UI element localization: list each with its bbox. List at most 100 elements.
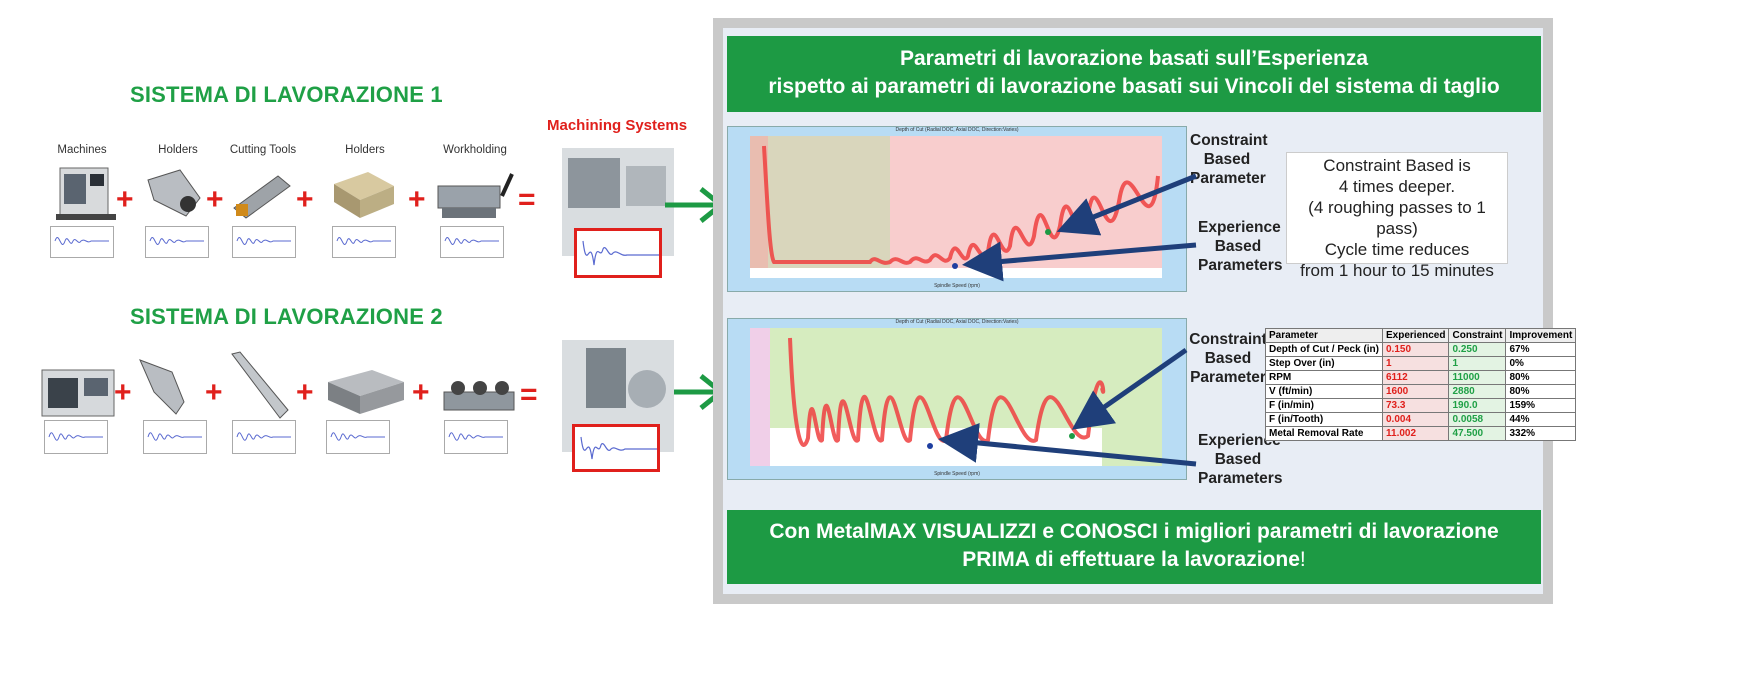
table-cell: 2880 bbox=[1448, 384, 1507, 399]
cutting-tool-image-1 bbox=[233, 175, 291, 219]
table-cell: 0.150 bbox=[1381, 342, 1450, 357]
table-cell: 190.0 bbox=[1448, 398, 1507, 413]
footer-line-1: Con MetalMAX VISUALIZZI e CONOSCI i migl… bbox=[769, 520, 1499, 543]
table-cell: 6112 bbox=[1381, 370, 1450, 385]
workholding-image-2 bbox=[443, 381, 515, 411]
footer-exclamation: ! bbox=[1299, 548, 1306, 571]
constraint-note: Constraint Based is 4 times deeper. (4 r… bbox=[1286, 152, 1508, 280]
frf-thumbnail bbox=[332, 226, 396, 258]
label-holders-2: Holders bbox=[345, 144, 385, 156]
frf-thumbnail bbox=[143, 420, 207, 454]
system-frf-highlight bbox=[574, 228, 662, 278]
table-cell: 11.002 bbox=[1381, 426, 1450, 441]
plus-sign: + bbox=[412, 376, 430, 409]
workholding-image-1 bbox=[437, 173, 514, 218]
table-cell: 332% bbox=[1505, 426, 1577, 441]
plus-sign: + bbox=[114, 376, 132, 409]
plus-sign: + bbox=[206, 183, 224, 216]
frf-thumbnail bbox=[440, 226, 504, 258]
table-cell: 0.0058 bbox=[1448, 412, 1507, 427]
stock-block-image bbox=[328, 370, 404, 414]
table-cell: 80% bbox=[1505, 384, 1577, 399]
header-cell: Experienced bbox=[1381, 328, 1450, 343]
frf-thumbnail bbox=[145, 226, 209, 258]
table-cell: 1 bbox=[1381, 356, 1450, 371]
callout-line: Based bbox=[1204, 350, 1252, 367]
system-frf-highlight bbox=[572, 424, 660, 472]
table-cell: 0.250 bbox=[1448, 342, 1507, 357]
frf-thumbnail bbox=[326, 420, 390, 454]
header-line-2: rispetto ai parametri di lavorazione bas… bbox=[768, 75, 1500, 98]
frf-thumbnail bbox=[232, 420, 296, 454]
cutting-tool-image-2 bbox=[231, 351, 289, 419]
table-cell: Step Over (in) bbox=[1265, 356, 1383, 371]
header-cell: Constraint bbox=[1448, 328, 1507, 343]
header-line-1: Parametri di lavorazione basati sull’Esp… bbox=[899, 47, 1369, 70]
table-cell: 0.004 bbox=[1381, 412, 1450, 427]
x-axis-label: Spindle Speed (rpm) bbox=[934, 471, 980, 477]
table-cell: 47.500 bbox=[1448, 426, 1507, 441]
chart-title: Depth of Cut (Radial DOC, Axial DOC, Dir… bbox=[895, 127, 1019, 133]
table-cell: Metal Removal Rate bbox=[1265, 426, 1383, 441]
callout-line: Experience bbox=[1198, 219, 1281, 236]
callout-line: Parameter bbox=[1190, 369, 1266, 386]
table-cell: 1 bbox=[1448, 356, 1507, 371]
system-2-title: SISTEMA DI LAVORAZIONE 2 bbox=[130, 304, 443, 329]
table-cell: 0% bbox=[1505, 356, 1577, 371]
table-cell: 44% bbox=[1505, 412, 1577, 427]
table-cell: V (ft/min) bbox=[1265, 384, 1383, 399]
machine-image-2 bbox=[41, 369, 115, 417]
stability-chart-1: Depth of Cut (Radial DOC, Axial DOC, Dir… bbox=[727, 126, 1187, 292]
experience-callout-2: Experience Based Parameters bbox=[1198, 431, 1282, 488]
frf-thumbnail bbox=[50, 226, 114, 258]
label-holders-1: Holders bbox=[158, 144, 198, 156]
footer-line-2: PRIMA di effettuare la lavorazione bbox=[962, 548, 1300, 571]
comparison-table: Parameter Experienced Constraint Improve… bbox=[1265, 328, 1577, 441]
frf-thumbnail bbox=[444, 420, 508, 454]
chart-title: Depth of Cut (Radial DOC, Axial DOC, Dir… bbox=[895, 319, 1019, 325]
label-machines: Machines bbox=[57, 144, 107, 156]
table-cell: 67% bbox=[1505, 342, 1577, 357]
plot-area bbox=[750, 328, 1162, 466]
callout-line: Parameters bbox=[1198, 257, 1283, 274]
callout-line: Experience bbox=[1198, 432, 1281, 449]
note-line: from 1 hour to 15 minutes bbox=[1300, 261, 1494, 280]
constraint-callout-1: Constraint Based Parameter bbox=[1190, 131, 1268, 188]
note-line: (4 roughing passes to 1 pass) bbox=[1308, 198, 1486, 238]
plot-area bbox=[750, 136, 1162, 278]
header-cell: Parameter bbox=[1265, 328, 1383, 343]
callout-line: Constraint bbox=[1189, 331, 1267, 348]
table-cell: Depth of Cut / Peck (in) bbox=[1265, 342, 1383, 357]
comparison-panel-inner bbox=[723, 28, 1543, 594]
note-line: Cycle time reduces bbox=[1324, 240, 1470, 259]
table-cell: F (in/Tooth) bbox=[1265, 412, 1383, 427]
label-workholding: Workholding bbox=[443, 144, 507, 156]
note-line: 4 times deeper. bbox=[1338, 177, 1456, 196]
footer-banner: Con MetalMAX VISUALIZZI e CONOSCI i migl… bbox=[727, 510, 1541, 584]
table-cell: 11000 bbox=[1448, 370, 1507, 385]
callout-line: Based bbox=[1214, 238, 1262, 255]
holder-image-2 bbox=[139, 359, 185, 415]
plus-sign: + bbox=[116, 183, 134, 216]
frf-thumbnail bbox=[44, 420, 108, 454]
stability-chart-2: Depth of Cut (Radial DOC, Axial DOC, Dir… bbox=[727, 318, 1187, 480]
table-cell: 80% bbox=[1505, 370, 1577, 385]
plus-sign: + bbox=[296, 376, 314, 409]
plus-sign: + bbox=[296, 183, 314, 216]
frf-thumbnail bbox=[232, 226, 296, 258]
machining-systems-label: Machining Systems bbox=[547, 117, 688, 134]
system-1-title: SISTEMA DI LAVORAZIONE 1 bbox=[130, 82, 443, 107]
table-cell: F (in/min) bbox=[1265, 398, 1383, 413]
note-line: Constraint Based is bbox=[1323, 156, 1471, 175]
constraint-callout-2: Constraint Based Parameter bbox=[1186, 330, 1270, 387]
equals-sign: = bbox=[518, 183, 536, 216]
callout-line: Constraint bbox=[1190, 132, 1268, 149]
plus-sign: + bbox=[408, 183, 426, 216]
callout-line: Parameter bbox=[1190, 170, 1266, 187]
